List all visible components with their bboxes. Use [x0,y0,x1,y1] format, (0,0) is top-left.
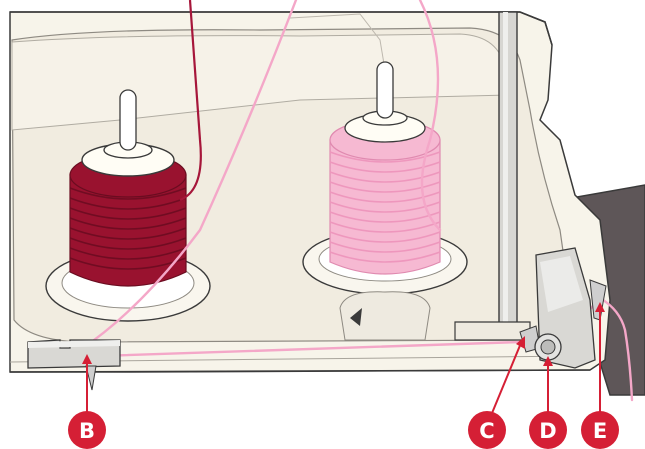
callout-b-label: B [79,419,95,443]
callout-c-label: C [479,419,494,443]
thread-guide-b [28,340,120,390]
callout-e: E [581,411,619,449]
callout-e-label: E [593,419,607,443]
callout-d-label: D [539,419,556,443]
callout-b: B [68,411,106,449]
callout-c: C [468,411,506,449]
callout-d: D [529,411,567,449]
